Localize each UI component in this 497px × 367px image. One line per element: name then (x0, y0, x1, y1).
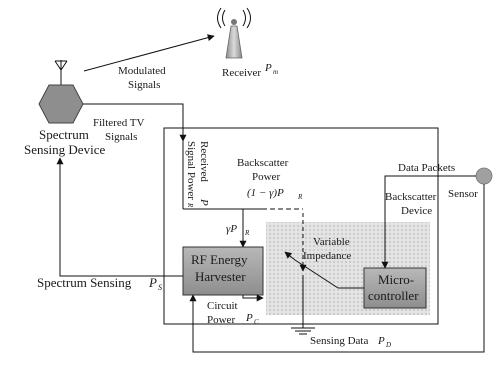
circuit-power-sub: C (254, 318, 259, 326)
circuit-power-line1: Circuit (207, 300, 238, 312)
spectrum-sensing-sub: S (158, 283, 162, 292)
data-packets-arrow (381, 175, 476, 269)
backscatter-power-formula: (1 − γ)P (247, 187, 284, 199)
sensor-label: Sensor (448, 188, 478, 200)
spectrum-sensing-device-icon (38, 84, 84, 124)
backscatter-power-line1: Backscatter (237, 157, 289, 169)
received-power-line2: Signal Power (185, 141, 197, 200)
variable-impedance-line2: Impedance (303, 250, 351, 262)
sensing-data-arrow (189, 184, 485, 353)
backscatter-device-line1: Backscatter (385, 191, 437, 203)
sensing-data-label: Sensing Data (310, 335, 368, 347)
filtered-tv-arrow (83, 103, 187, 142)
harvester-label-line1: RF Energy (191, 252, 248, 267)
received-power-sub: R (186, 202, 194, 208)
data-packets-label: Data Packets (398, 162, 455, 174)
variable-impedance-line1: Variable (313, 236, 350, 248)
antenna-icon (54, 60, 68, 85)
sensor-icon (475, 167, 493, 185)
backscatter-device-boundary (163, 127, 439, 325)
receiver-label: Receiver (222, 67, 261, 79)
microcontroller-label-line1: Micro- (378, 272, 414, 287)
modulated-label-line1: Modulated (118, 65, 166, 77)
backscatter-power-line2: Power (252, 171, 280, 183)
circuit-power-line2: Power (207, 314, 235, 326)
gamma-pr-sub: R (244, 229, 250, 237)
circuit-power-symbol: P (245, 312, 253, 324)
filtered-tv-line2: Signals (105, 131, 137, 143)
spectrum-sensing-symbol: P (148, 275, 157, 290)
microcontroller-label-line2: controller (368, 288, 419, 303)
received-power-line1: Received (198, 141, 210, 182)
received-power-label: Received Signal Power P R (185, 141, 210, 208)
receiver-power-sub: m (273, 68, 278, 76)
backscatter-power-sub: R (297, 193, 303, 201)
sensing-data-sub: D (385, 341, 391, 349)
modulated-label-line2: Signals (128, 79, 160, 91)
spectrum-sensing-arrow (56, 157, 183, 277)
ground-icon (291, 327, 315, 335)
receiver-power-symbol: P (264, 62, 272, 74)
ssd-label-line1: Spectrum (39, 127, 89, 142)
microcontroller-box (363, 267, 427, 309)
harvester-label-line2: Harvester (195, 269, 246, 284)
switch-icon (284, 251, 339, 289)
spectrum-sensing-label: Spectrum Sensing (37, 275, 132, 290)
received-power-symbol: P (198, 198, 210, 206)
ssd-label-line2: Sensing Device (24, 142, 105, 157)
modulated-signals-arrow (83, 34, 215, 72)
rf-energy-harvester-box (182, 246, 264, 296)
backscatter-device-line2: Device (401, 205, 432, 217)
circuit-power-arrow (242, 294, 264, 302)
gamma-pr-formula: γP (226, 223, 237, 235)
sensing-data-symbol: P (377, 335, 385, 347)
receiver-icon (217, 7, 251, 59)
filtered-tv-line1: Filtered TV (93, 117, 144, 129)
